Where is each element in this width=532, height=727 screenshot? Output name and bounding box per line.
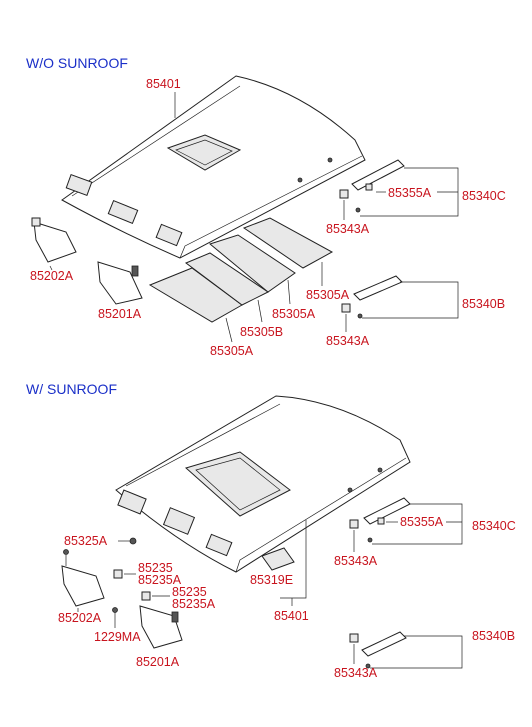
label-85319e: 85319E xyxy=(250,573,293,587)
label-85305b: 85305B xyxy=(240,325,283,339)
label-85340c-bottom: 85340C xyxy=(472,519,516,533)
label-85235-2: 85235 xyxy=(172,585,207,599)
label-85340b-top: 85340B xyxy=(462,297,505,311)
label-85235a-1: 85235A xyxy=(138,573,182,587)
label-85355a-bottom: 85355A xyxy=(400,515,444,529)
label-85325a: 85325A xyxy=(64,534,108,548)
pad-85319e xyxy=(261,547,295,571)
heading-without-sunroof: W/O SUNROOF xyxy=(26,55,128,71)
holder-85235-1 xyxy=(113,569,123,579)
label-85202a-top: 85202A xyxy=(30,269,74,283)
label-85305a-3: 85305A xyxy=(306,288,350,302)
sun-visor-left-top xyxy=(31,217,77,263)
sun-visor-right-top xyxy=(97,261,143,305)
label-85401-top: 85401 xyxy=(146,77,181,91)
pad-85305a-2 xyxy=(208,234,296,293)
screw-1229ma xyxy=(112,607,118,613)
assist-handle-85340b-bottom xyxy=(349,631,407,669)
label-85305a-2: 85305A xyxy=(272,307,316,321)
label-85201a-top: 85201A xyxy=(98,307,142,321)
headlining-no-sunroof xyxy=(61,75,366,259)
label-1229ma: 1229MA xyxy=(94,630,141,644)
label-85401-bottom: 85401 xyxy=(274,609,309,623)
label-85340c-top: 85340C xyxy=(462,189,506,203)
clip-85325a xyxy=(129,537,137,545)
sun-visor-right-bottom xyxy=(139,605,183,649)
pad-85305a-3 xyxy=(242,217,334,269)
label-85343a-bottom-1: 85343A xyxy=(334,554,378,568)
label-85202a-bottom: 85202A xyxy=(58,611,102,625)
label-85340b-bottom: 85340B xyxy=(472,629,515,643)
assist-handle-85340c xyxy=(339,159,405,213)
label-85343a-bottom-2: 85343A xyxy=(334,666,378,680)
headlining-with-sunroof xyxy=(115,395,411,573)
label-85305a-1: 85305A xyxy=(210,344,254,358)
holder-85235-2 xyxy=(141,591,151,601)
label-85343a-top-2: 85343A xyxy=(326,334,370,348)
label-85201a-bottom: 85201A xyxy=(136,655,180,669)
heading-with-sunroof: W/ SUNROOF xyxy=(26,381,117,397)
assist-handle-85340b xyxy=(341,275,403,319)
label-85355a-top: 85355A xyxy=(388,186,432,200)
label-85235a-2: 85235A xyxy=(172,597,216,611)
label-85235-1: 85235 xyxy=(138,561,173,575)
sun-visor-left-bottom xyxy=(61,549,105,607)
label-85343a-top-1: 85343A xyxy=(326,222,370,236)
